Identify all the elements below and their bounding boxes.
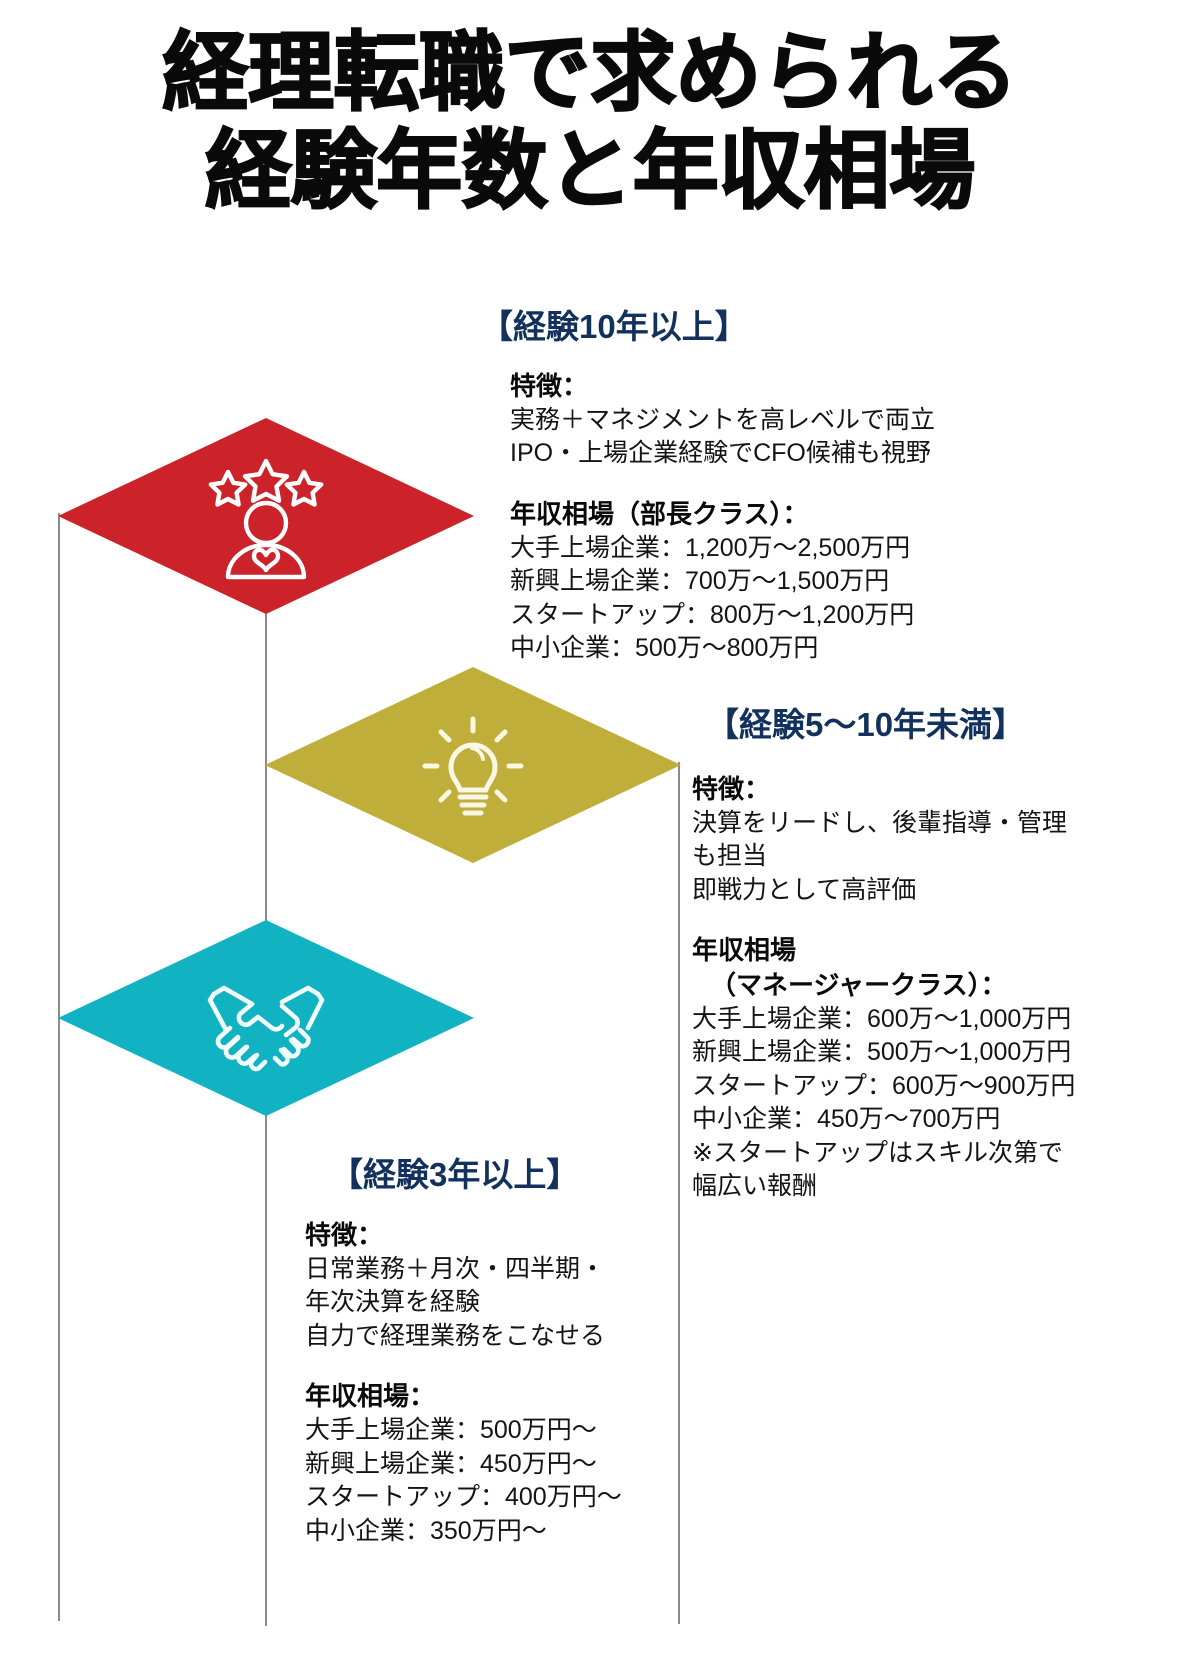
tier-5y-features-label: 特徴： (692, 774, 771, 804)
diamond-shape-teal (58, 920, 474, 1116)
page-title-line-1: 経理転職で求められる (162, 24, 1020, 122)
tier-10y-salary-label: 年収相場（部長クラス）： (510, 498, 809, 529)
tier-3y-salary-line: 新興上場企業：450万円〜 (305, 1449, 597, 1478)
axis-line-center (265, 612, 267, 1626)
tier-5y-salary-line: 新興上場企業：500万〜1,000万円 (692, 1038, 1072, 1067)
tier-3y-salary-label: 年収相場： (305, 1381, 436, 1412)
tier-3y-feature-line: 日常業務＋月次・四半期・ (305, 1254, 606, 1283)
tier-10y-salary-line: 大手上場企業：1,200万〜2,500万円 (510, 533, 911, 562)
page-title-line-2: 経験年数と年収相場 (204, 122, 976, 220)
handshake-icon (207, 985, 325, 1072)
tier-5y-feature-line: 即戦力として高評価 (692, 875, 917, 904)
tier-3y-feature-line: 自力で経理業務をこなせる (305, 1321, 606, 1350)
tier-5y-salary-line: 中小企業：450万〜700万円 (692, 1105, 1001, 1134)
tier-10y-body: 特徴： 実務＋マネジメントを高レベルで両立 IPO・上場企業経験でCFO候補も視… (510, 369, 935, 666)
tier-10y-feature-line: 実務＋マネジメントを高レベルで両立 (510, 405, 936, 434)
tier-10y-salary-line: 中小企業：500万〜800万円 (510, 634, 819, 663)
tier-5y-salary-line: スタートアップ：600万〜900万円 (692, 1071, 1076, 1100)
tier-3y-salary-line: 大手上場企業：500万円〜 (305, 1416, 597, 1445)
tier-5y-salary-line: 大手上場企業：600万〜1,000万円 (692, 1004, 1072, 1033)
tier-5y-heading: 【経験5〜10年未満】 (706, 706, 1026, 743)
lightbulb-icon (422, 716, 524, 816)
tier-3y-features-label: 特徴： (305, 1220, 384, 1250)
tier-10y-diamond (58, 418, 474, 614)
tier-3y-salary-line: スタートアップ：400万円〜 (305, 1483, 622, 1512)
tier-5y-note-line: ※スタートアップはスキル次第で (692, 1138, 1063, 1167)
tier-5y-note-line: 幅広い報酬 (692, 1172, 818, 1201)
tier-10y-heading: 【経験10年以上】 (480, 308, 748, 345)
tier-3y-diamond (58, 920, 474, 1116)
axis-line-right (678, 762, 680, 1624)
tier-3y-heading: 【経験3年以上】 (330, 1156, 580, 1193)
tier-5y-diamond (265, 667, 681, 863)
tier-3y-feature-line: 年次決算を経験 (305, 1288, 481, 1317)
tier-5y-salary-label-cont: （マネージャークラス）： (710, 970, 1007, 1001)
tier-5y-salary-label: 年収相場 (692, 935, 797, 966)
axis-line-left (58, 513, 60, 1621)
diamond-shape-yellow (265, 667, 681, 863)
person-three-stars-heart-icon (208, 458, 324, 580)
tier-10y-salary-line: スタートアップ：800万〜1,200万円 (510, 600, 915, 629)
tier-5y-feature-line: 決算をリードし、後輩指導・管理 (692, 808, 1068, 837)
tier-10y-salary-line: 新興上場企業：700万〜1,500万円 (510, 567, 890, 596)
tier-5y-body: 特徴： 決算をリードし、後輩指導・管理 も担当 即戦力として高評価 年収相場 （… (692, 772, 1075, 1204)
diamond-shape-red (58, 418, 474, 614)
page-title: 経理転職で求められる 経験年数と年収相場 (0, 24, 1180, 220)
tier-5y-feature-line: も担当 (692, 842, 768, 871)
tier-3y-body: 特徴： 日常業務＋月次・四半期・ 年次決算を経験 自力で経理業務をこなせる 年収… (305, 1218, 622, 1548)
tier-3y-salary-line: 中小企業：350万円〜 (305, 1516, 547, 1545)
tier-10y-feature-line: IPO・上場企業経験でCFO候補も視野 (510, 439, 931, 468)
tier-10y-features-label: 特徴： (510, 371, 589, 401)
